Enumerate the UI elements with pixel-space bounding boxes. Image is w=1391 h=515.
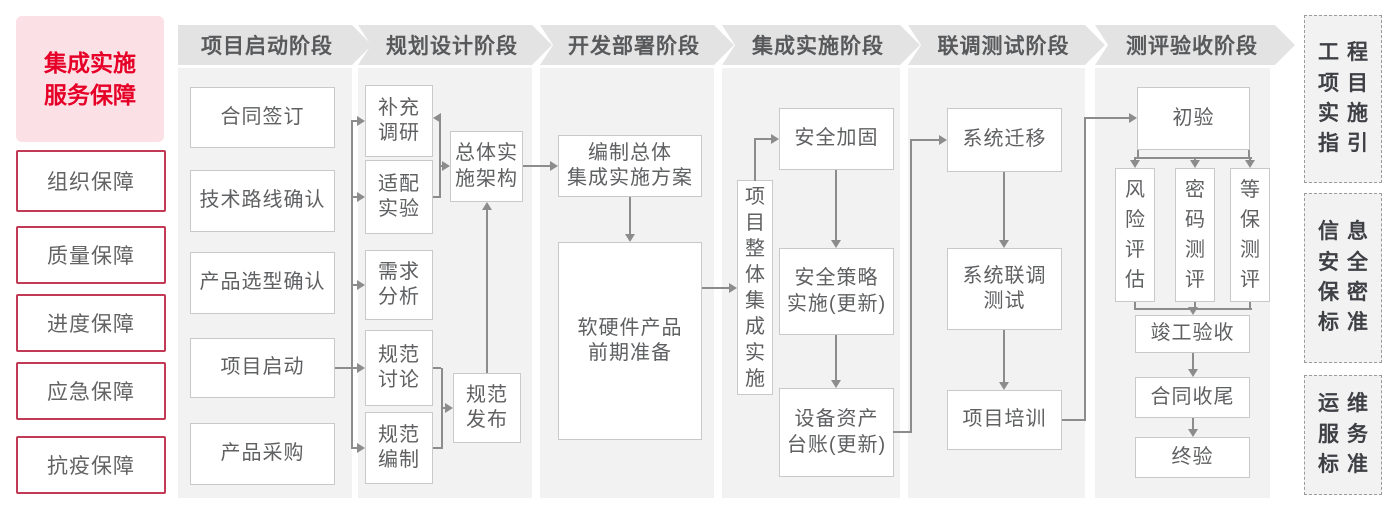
sidebar-item-epidemic-guarantee: 抗疫保障 [16, 436, 166, 494]
box-contract-closure: 合同收尾 [1135, 377, 1250, 418]
box-project-training: 项目培训 [947, 390, 1062, 450]
sidebar-item-quality-guarantee: 质量保障 [16, 226, 166, 284]
standard-project-implementation-guide: 工程 项目 实施 指引 [1304, 15, 1382, 183]
box-security-policy-implementation: 安全策略 实施(更新) [779, 248, 894, 335]
box-spec-drafting: 规范 编制 [365, 412, 433, 484]
box-security-hardening: 安全加固 [779, 108, 894, 170]
box-overall-project-integration: 项 目 整 体 集 成 实 施 [737, 180, 773, 395]
box-completion-acceptance: 竣工验收 [1135, 315, 1250, 353]
sidebar-title-integration-service-guarantee: 集成实施 服务保障 [16, 16, 164, 142]
box-requirement-analysis: 需求 分析 [365, 250, 433, 320]
box-adaptation-experiment: 适配 实验 [365, 160, 433, 234]
box-spec-discussion: 规范 讨论 [365, 330, 433, 406]
sidebar-item-organization-guarantee: 组织保障 [16, 150, 166, 212]
box-crypto-evaluation: 密 码 测 评 [1175, 168, 1215, 302]
standard-om-service: 运维 服务 标准 [1304, 375, 1382, 495]
box-overall-implementation-architecture: 总体实 施架构 [450, 131, 523, 202]
box-tech-route-confirm: 技术路线确认 [190, 170, 335, 232]
box-spec-release: 规范 发布 [453, 373, 521, 443]
box-joint-debugging-test: 系统联调 测试 [947, 248, 1062, 330]
phase-header-joint-testing: 联调测试阶段 [908, 25, 1105, 65]
box-product-selection-confirm: 产品选型确认 [190, 252, 335, 314]
phase-header-kickoff: 项目启动阶段 [178, 25, 372, 65]
box-overall-integration-plan: 编制总体 集成实施方案 [558, 135, 702, 197]
box-classified-protection-evaluation: 等 保 测 评 [1230, 168, 1270, 302]
box-project-kickoff: 项目启动 [190, 338, 335, 398]
phase-header-dev-deployment: 开发部署阶段 [540, 25, 734, 65]
box-system-migration: 系统迁移 [947, 108, 1062, 172]
box-asset-ledger-update: 设备资产 台账(更新) [779, 388, 894, 477]
box-contract-signing: 合同签订 [190, 87, 335, 148]
box-final-acceptance: 终验 [1135, 437, 1250, 478]
phase-header-evaluation-acceptance: 测评验收阶段 [1095, 25, 1295, 65]
box-hw-sw-preparation: 软硬件产品 前期准备 [558, 242, 702, 440]
sidebar-item-emergency-guarantee: 应急保障 [16, 362, 166, 420]
box-risk-assessment: 风 险 评 估 [1115, 168, 1155, 302]
phase-header-integration-implementation: 集成实施阶段 [722, 25, 920, 65]
box-supplement-research: 补充 调研 [365, 85, 433, 157]
sidebar-item-schedule-guarantee: 进度保障 [16, 294, 166, 352]
phase-header-planning-design: 规划设计阶段 [358, 25, 552, 65]
box-product-procurement: 产品采购 [190, 423, 335, 485]
box-initial-acceptance: 初验 [1137, 87, 1250, 150]
standard-infosec-confidentiality: 信息 安全 保密 标准 [1304, 193, 1382, 363]
